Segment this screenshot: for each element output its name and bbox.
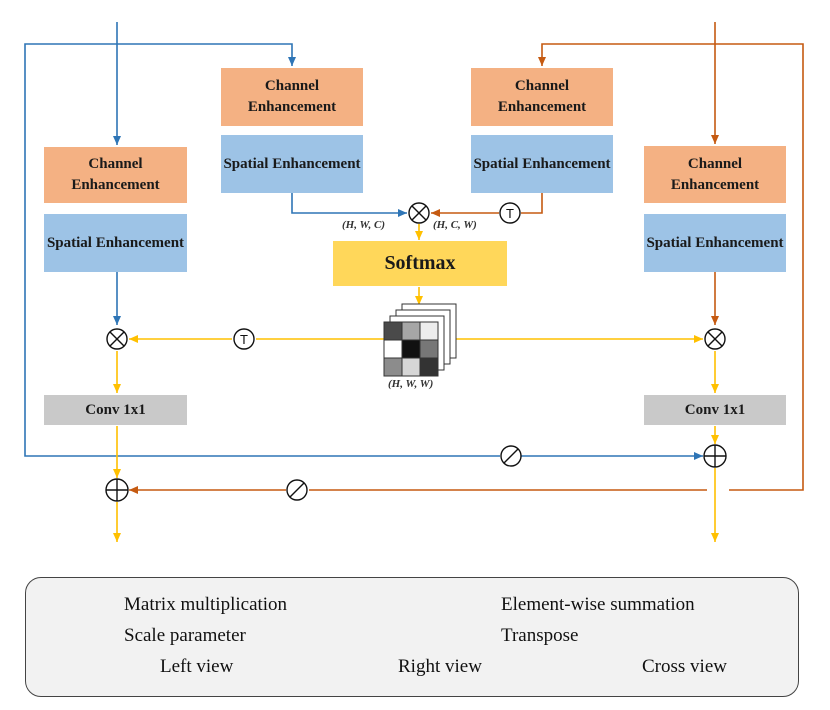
center-right-spatial-enhancement: Spatial Enhancement bbox=[471, 135, 613, 193]
matrix-mult-left bbox=[106, 328, 128, 350]
left-channel-enhancement: Channel Enhancement bbox=[44, 147, 187, 203]
transpose-label: T bbox=[240, 332, 248, 347]
transpose-center: T bbox=[499, 202, 521, 224]
legend-cross-label: Cross view bbox=[642, 656, 727, 677]
center-left-channel-enhancement: Channel Enhancement bbox=[221, 68, 363, 126]
scale-param-orange bbox=[286, 479, 308, 501]
right-conv-box: Conv 1x1 bbox=[644, 395, 786, 425]
transpose-label: T bbox=[506, 206, 514, 221]
dim-label-hwc: (H, W, C) bbox=[342, 219, 385, 231]
right-channel-enhancement: Channel Enhancement bbox=[644, 146, 786, 203]
matrix-mult-right bbox=[704, 328, 726, 350]
legend-transpose-label: Transpose bbox=[501, 625, 579, 646]
attention-map-icon bbox=[383, 303, 457, 377]
sum-left bbox=[105, 478, 129, 502]
left-view-paths bbox=[24, 22, 703, 460]
left-conv-box: Conv 1x1 bbox=[44, 395, 187, 425]
left-spatial-enhancement: Spatial Enhancement bbox=[44, 214, 187, 272]
scale-param-blue bbox=[500, 445, 522, 467]
legend-right-label: Right view bbox=[398, 656, 482, 677]
dim-label-hww: (H, W, W) bbox=[388, 378, 434, 390]
right-spatial-enhancement: Spatial Enhancement bbox=[644, 214, 786, 272]
cross-view-paths bbox=[113, 224, 719, 542]
transpose-left: T bbox=[233, 328, 255, 350]
legend-matrix-label: Matrix multiplication bbox=[124, 594, 288, 615]
sum-right bbox=[703, 444, 727, 468]
center-right-channel-enhancement: Channel Enhancement bbox=[471, 68, 613, 126]
legend-scale-label: Scale parameter bbox=[124, 625, 246, 646]
softmax-box: Softmax bbox=[333, 241, 507, 286]
legend-panel bbox=[25, 577, 799, 697]
center-left-spatial-enhancement: Spatial Enhancement bbox=[221, 135, 363, 193]
matrix-mult-center bbox=[408, 202, 430, 224]
legend-left-label: Left view bbox=[160, 656, 234, 677]
dim-label-hcw: (H, C, W) bbox=[433, 219, 477, 231]
legend-sum-label: Element-wise summation bbox=[501, 594, 695, 615]
right-view-paths bbox=[129, 22, 804, 494]
